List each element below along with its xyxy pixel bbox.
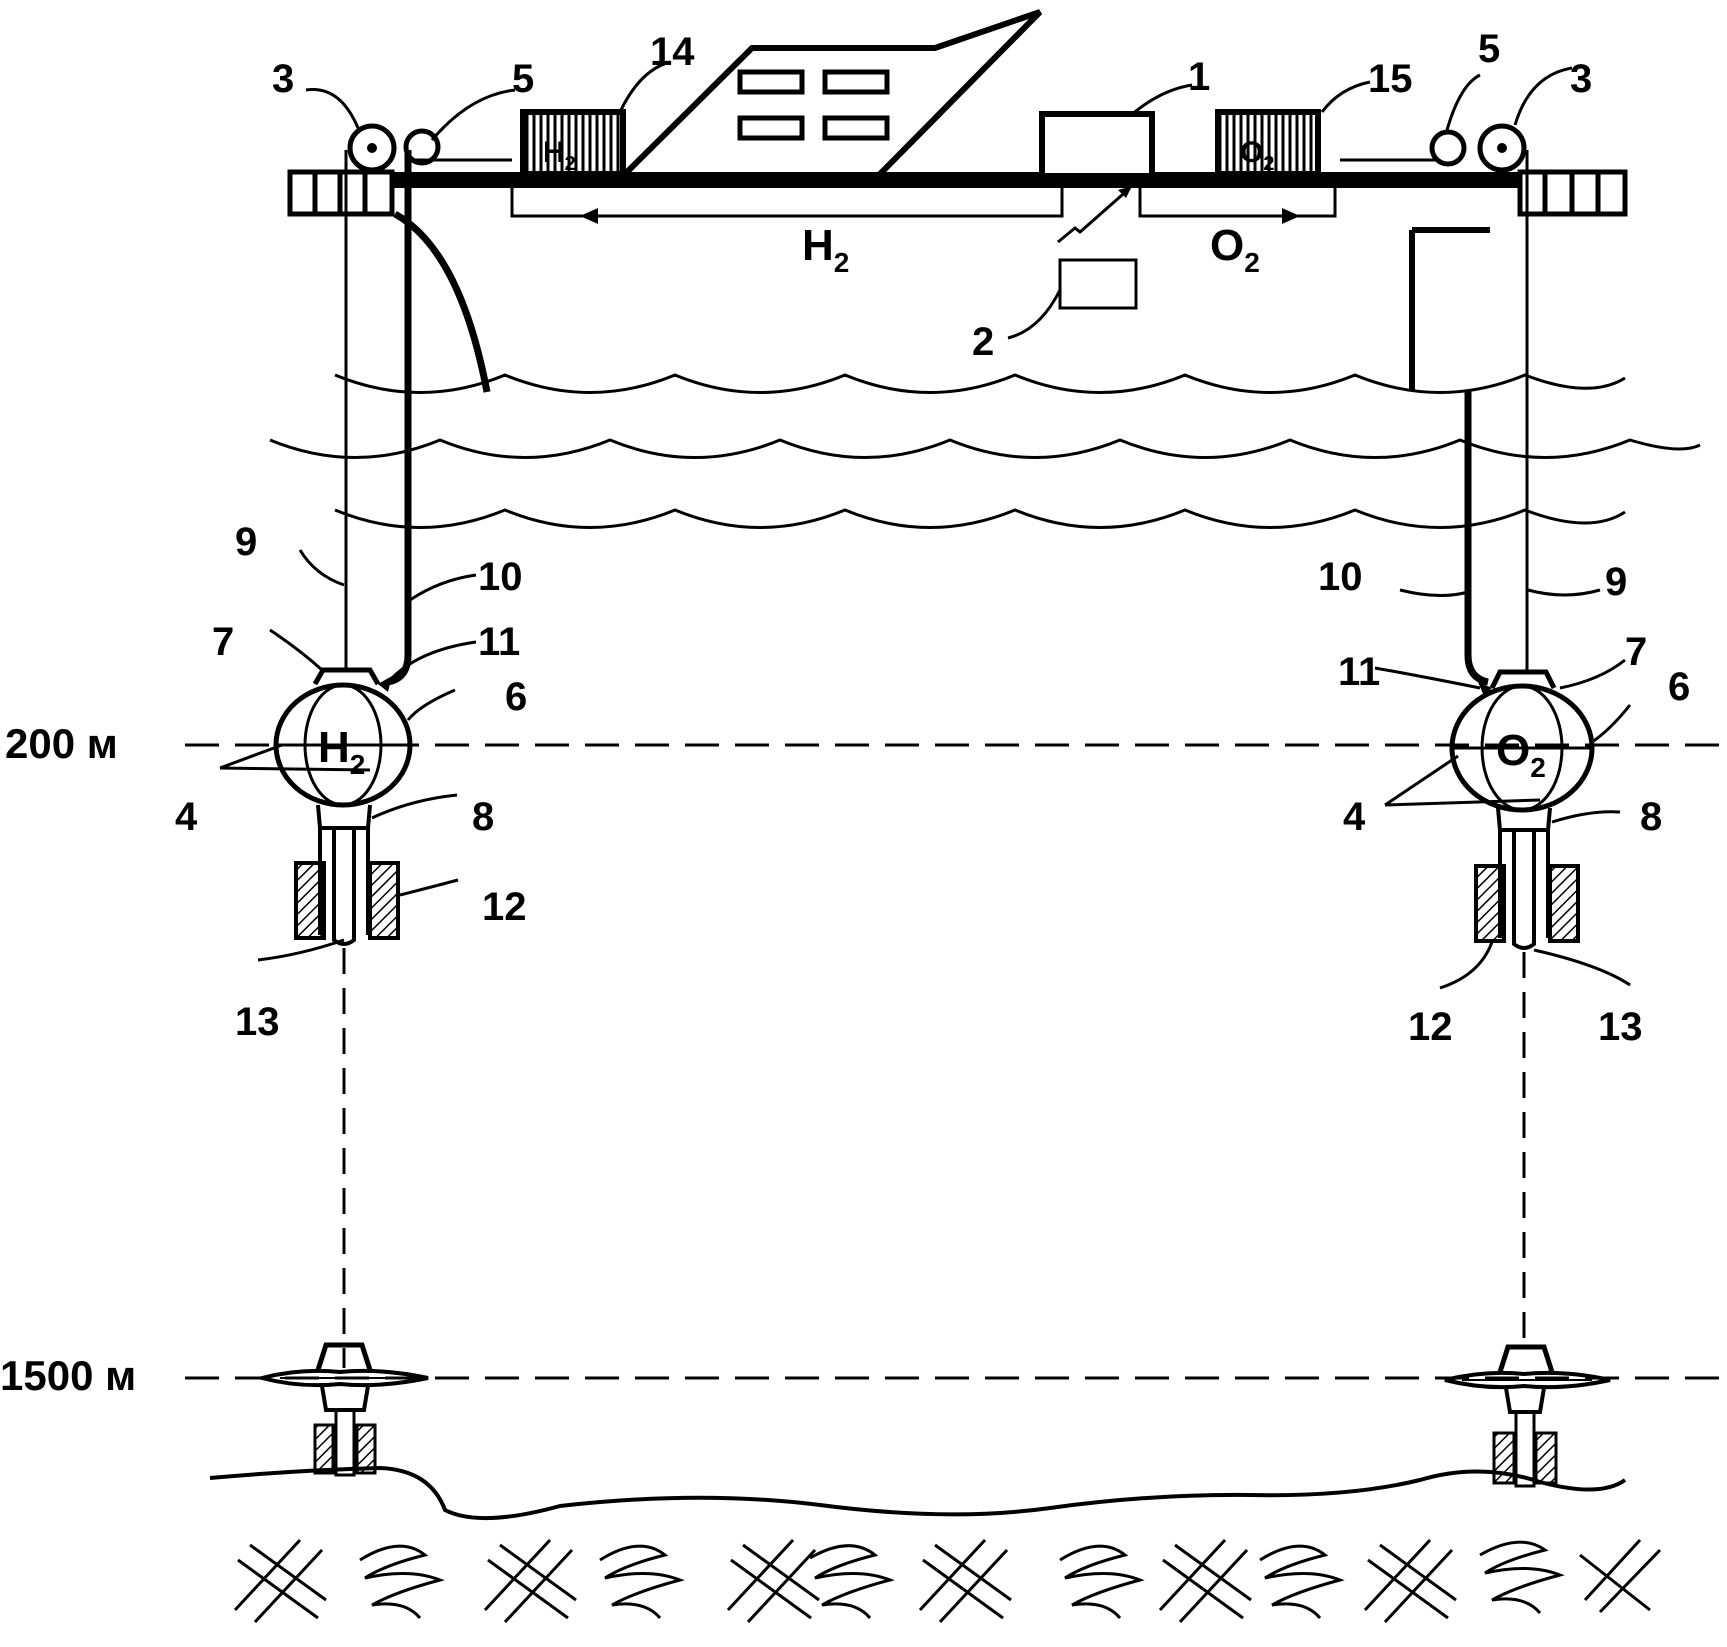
label-10-right: 10 (1318, 555, 1363, 599)
label-3-right: 3 (1570, 57, 1592, 101)
label-15: 15 (1368, 57, 1413, 101)
label-11-left: 11 (478, 620, 520, 664)
depth-label-1500: 1500 м (0, 1352, 136, 1399)
label-13-right: 13 (1598, 1005, 1643, 1049)
left-deck-grid (290, 172, 392, 214)
label-14: 14 (650, 30, 695, 74)
label-5-right: 5 (1478, 27, 1500, 71)
oxygen-flow-label: O2 (1210, 221, 1260, 278)
depth-label-200: 200 м (5, 720, 118, 767)
right-deck-grid (1520, 172, 1625, 214)
label-9-right: 9 (1605, 560, 1627, 604)
label-2: 2 (972, 320, 994, 364)
label-1: 1 (1188, 55, 1210, 99)
sea-surface (270, 375, 1700, 528)
label-6-right: 6 (1668, 665, 1690, 709)
label-4-left: 4 (175, 795, 198, 839)
label-12-right: 12 (1408, 1005, 1453, 1049)
label-8-right: 8 (1640, 795, 1662, 839)
label-10-left: 10 (478, 555, 523, 599)
label-6-left: 6 (505, 675, 527, 719)
platform (290, 12, 1625, 392)
label-4-right: 4 (1343, 795, 1366, 839)
seabed-hatching (235, 1540, 1660, 1622)
receiver-2 (1060, 260, 1136, 308)
label-5-left: 5 (512, 57, 534, 101)
electrolyser-1 (1042, 114, 1152, 176)
right-pulley-5 (1432, 132, 1464, 164)
oxygen-balloon-label: O2 (1496, 726, 1546, 783)
seabed-line (210, 1468, 1625, 1518)
label-11-right: 11 (1338, 650, 1380, 694)
label-3-left: 3 (272, 57, 294, 101)
label-9-left: 9 (235, 520, 257, 564)
label-7-right: 7 (1625, 630, 1647, 674)
label-12-left: 12 (482, 885, 527, 929)
label-7-left: 7 (212, 620, 234, 664)
hydrogen-balloon-label: H2 (318, 723, 365, 780)
label-8-left: 8 (472, 795, 494, 839)
label-13-left: 13 (235, 1000, 280, 1044)
right-seabed-unit (1445, 1347, 1610, 1486)
hydrogen-flow-label: H2 (802, 221, 849, 278)
